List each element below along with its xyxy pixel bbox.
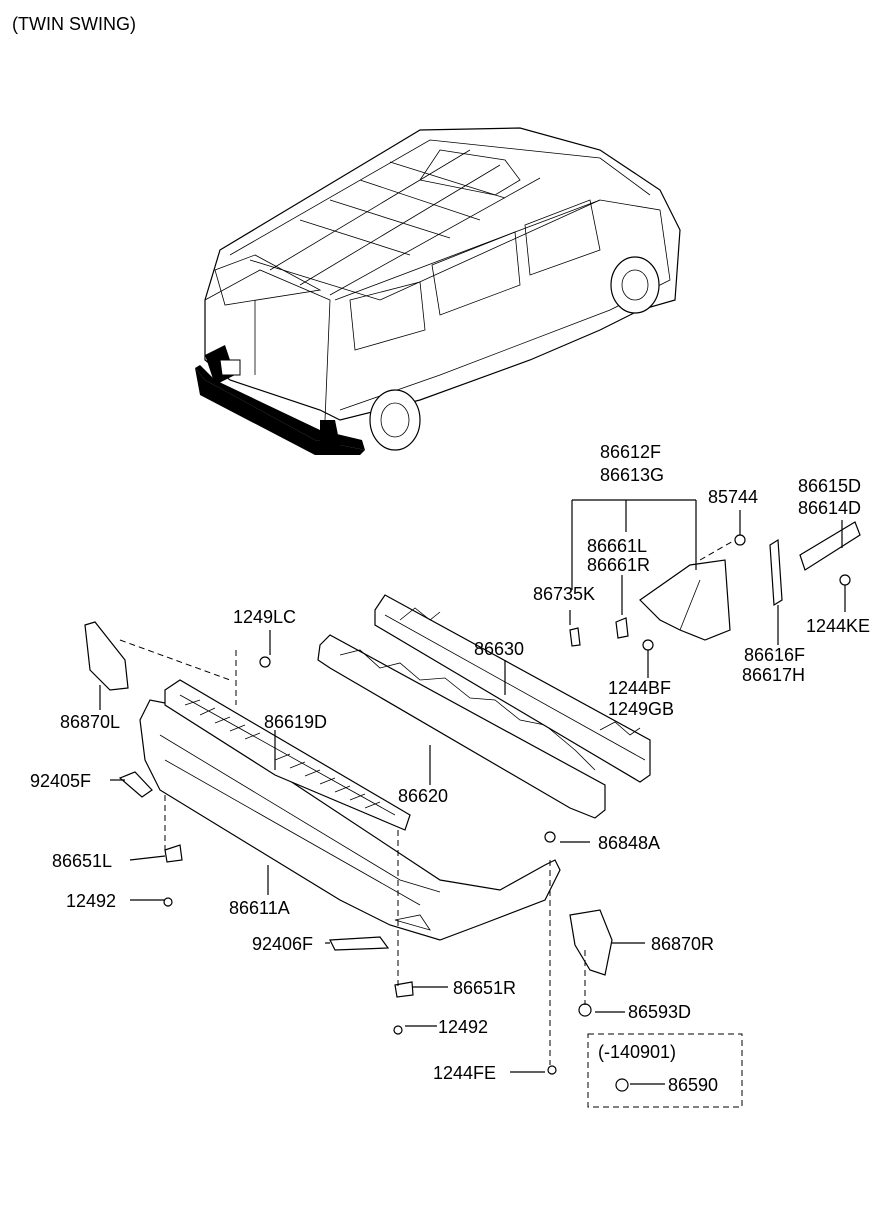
side-rail-86615D	[799, 521, 861, 571]
label-92405F: 92405F	[30, 771, 91, 791]
label-86611A: 86611A	[229, 898, 290, 918]
label-86848A: 86848A	[598, 833, 660, 853]
label-86616F: 86616F	[744, 645, 805, 665]
reflector-right	[329, 936, 390, 951]
label-86614D: 86614D	[798, 498, 861, 518]
label-1244BF: 1244BF	[608, 678, 671, 698]
label-86615D: 86615D	[798, 476, 861, 496]
label-1244FE: 1244FE	[433, 1063, 496, 1083]
label-1249GB: 1249GB	[608, 699, 674, 719]
labels: (TWIN SWING) 86612F 86613G 85744 86615D …	[12, 14, 870, 1095]
label-92406F: 92406F	[252, 934, 313, 954]
label-1249LC: 1249LC	[233, 607, 296, 627]
label-86619D: 86619D	[264, 712, 327, 732]
label-12492-center: 12492	[438, 1017, 488, 1037]
label-1244KE: 1244KE	[806, 616, 870, 636]
label-86651L: 86651L	[52, 851, 112, 871]
van-illustration	[195, 127, 681, 455]
label-86661L: 86661L	[587, 536, 647, 556]
label-12492-left: 12492	[66, 891, 116, 911]
label-86612F: 86612F	[600, 442, 661, 462]
side-rail-86616F	[769, 538, 783, 607]
label-86590: 86590	[668, 1075, 718, 1095]
note-box-label: (-140901)	[598, 1042, 676, 1062]
label-86870L: 86870L	[60, 712, 120, 732]
leader-lines	[99, 499, 846, 1085]
label-86735K: 86735K	[533, 584, 595, 604]
side-bracket	[639, 559, 731, 641]
bumper-cover	[139, 699, 561, 941]
mudguard-right	[569, 909, 613, 976]
label-86613G: 86613G	[600, 465, 664, 485]
reflector-left	[118, 771, 153, 798]
note-box	[587, 1033, 743, 1108]
label-86870R: 86870R	[651, 934, 714, 954]
fasteners	[163, 534, 851, 1092]
label-86617H: 86617H	[742, 665, 805, 685]
bumper-beam	[374, 594, 651, 783]
label-86593D: 86593D	[628, 1002, 691, 1022]
label-86620: 86620	[398, 786, 448, 806]
label-86651R: 86651R	[453, 978, 516, 998]
label-86630: 86630	[474, 639, 524, 659]
variant-title: (TWIN SWING)	[12, 14, 136, 34]
step-plate	[164, 679, 411, 831]
mudguard-left	[84, 621, 129, 691]
label-85744: 85744	[708, 487, 758, 507]
label-86661R: 86661R	[587, 555, 650, 575]
